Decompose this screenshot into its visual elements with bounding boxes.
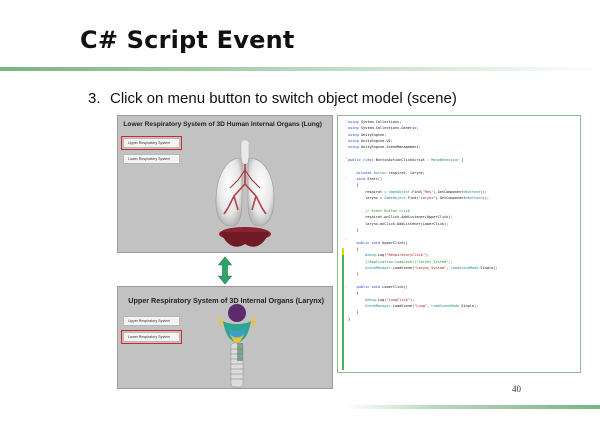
highlight-box [121, 136, 182, 150]
code-line: } [348, 272, 359, 277]
lung-scene-caption: Lower Respiratory System of 3D Human Int… [123, 121, 322, 128]
upper-respiratory-button[interactable]: Upper Respiratory System [123, 138, 180, 148]
double-vertical-arrow-icon [218, 257, 232, 284]
larynx-model [217, 304, 257, 388]
code-line: larynx = GameObject.Find("Larynx").GetCo… [348, 196, 489, 201]
lung-model [215, 140, 275, 247]
larynx-scene-caption: Upper Respiratory System of 3D Internal … [128, 296, 324, 305]
code-line: void Start() [356, 177, 383, 182]
code-line: respirat = GameObject.Find("Res").GetCom… [348, 189, 487, 194]
code-line: public void LowerClick() [356, 284, 408, 289]
code-line: Debug.Log("RespiratoryClick"); [365, 253, 430, 258]
lung-scene-screenshot: Lower Respiratory System of 3D Human Int… [117, 115, 333, 253]
code-line: SceneManager.LoadScene("Lung", LoadScene… [365, 303, 479, 308]
code-line: respirat.onClick.AddListener(UpperClick)… [348, 215, 453, 220]
code-line: } [348, 316, 351, 321]
slide-title: C# Script Event [80, 26, 295, 54]
step-instruction: 3. Click on menu button to switch object … [88, 90, 457, 107]
larynx-scene-screenshot: Upper Respiratory System of 3D Internal … [117, 286, 333, 389]
step-number: 3. [88, 90, 101, 107]
code-line: using UnityEngine; [348, 132, 387, 137]
title-underline [0, 67, 600, 71]
lower-respiratory-button[interactable]: Lower Respiratory System [123, 332, 180, 342]
code-line: larynx.onClick.AddListener(LowerClick); [348, 221, 449, 226]
code-line: using UnityEngine.SceneManagement; [348, 145, 421, 150]
code-line: // Event Button click [365, 208, 410, 213]
code-line: //Application.LoadLevel("Larynx_System")… [365, 259, 453, 264]
page-number: 40 [512, 384, 521, 394]
footer-rule [345, 405, 600, 409]
code-line: Debug.Log("LungClick"); [365, 297, 415, 302]
code-line: private Button respirat, larynx; [356, 170, 425, 175]
code-line: } [348, 227, 359, 232]
code-line: using System.Collections.Generic; [348, 126, 419, 131]
code-listing: using System.Collections; using System.Co… [348, 119, 578, 322]
code-line: { [348, 183, 359, 188]
code-editor-panel: using System.Collections; using System.Co… [337, 115, 581, 373]
upper-respiratory-button[interactable]: Upper Respiratory System [123, 316, 180, 326]
code-line: using UnityEngine.UI; [348, 139, 393, 144]
code-line: using System.Collections; [348, 120, 402, 124]
code-gutter [342, 120, 347, 370]
highlight-box [121, 330, 182, 344]
code-line: SceneManager.LoadScene("Larynx_System", … [365, 265, 498, 270]
code-line: { [348, 291, 359, 296]
code-line: } [348, 310, 359, 315]
lower-respiratory-button[interactable]: Lower Respiratory System [123, 154, 180, 164]
code-line: public class ButtonActionClickScript : M… [348, 158, 464, 163]
step-text: Click on menu button to switch object mo… [110, 90, 457, 107]
code-line: public void UpperClick() [356, 240, 408, 245]
code-line: { [348, 246, 359, 251]
